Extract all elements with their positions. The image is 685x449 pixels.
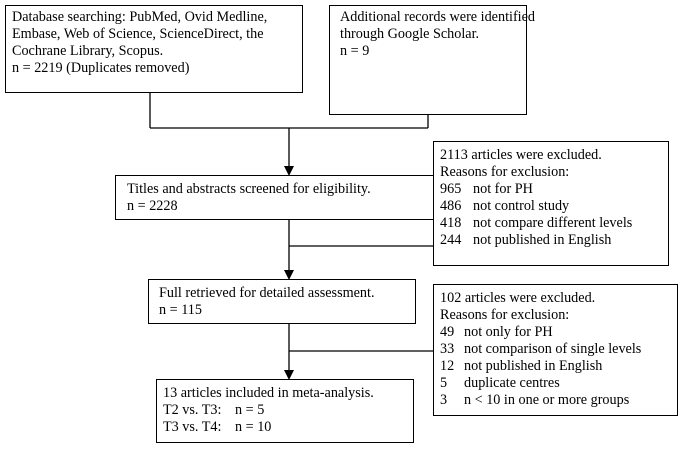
included-comparison: T2 vs. T3:n = 5 [163, 402, 265, 418]
exclusion-2-title: 102 articles were excluded. [440, 290, 596, 306]
included-box: 13 articles included in meta-analysis. T… [156, 379, 414, 443]
screened-line-1: Titles and abstracts screened for eligib… [127, 181, 371, 197]
exclusion-2-subtitle: Reasons for exclusion: [440, 307, 570, 323]
database-line-4: n = 2219 (Duplicates removed) [12, 60, 190, 76]
additional-line-2: through Google Scholar. [340, 26, 480, 42]
database-search-box: Database searching: PubMed, Ovid Medline… [5, 5, 303, 93]
database-line-3: Cochrane Library, Scopus. [12, 43, 164, 59]
included-title: 13 articles included in meta-analysis. [163, 385, 374, 401]
additional-line-1: Additional records were identified [340, 9, 536, 25]
additional-records-box: Additional records were identified throu… [329, 5, 536, 115]
exclusion-1-title: 2113 articles were excluded. [440, 147, 602, 163]
retrieved-box: Full retrieved for detailed assessment. … [148, 279, 416, 324]
database-line-1: Database searching: PubMed, Ovid Medline… [12, 9, 268, 25]
included-comparison: T3 vs. T4:n = 10 [163, 419, 272, 435]
screened-line-2: n = 2228 [127, 198, 178, 214]
exclusion-box-1: 2113 articles were excluded. Reasons for… [433, 141, 669, 266]
exclusion-1-subtitle: Reasons for exclusion: [440, 164, 570, 180]
database-line-2: Embase, Web of Science, ScienceDirect, t… [12, 26, 264, 42]
retrieved-line-1: Full retrieved for detailed assessment. [159, 285, 375, 301]
exclusion-box-2: 102 articles were excluded. Reasons for … [433, 284, 678, 416]
additional-line-3: n = 9 [340, 43, 370, 59]
screened-box: Titles and abstracts screened for eligib… [115, 175, 451, 220]
retrieved-line-2: n = 115 [159, 302, 202, 318]
